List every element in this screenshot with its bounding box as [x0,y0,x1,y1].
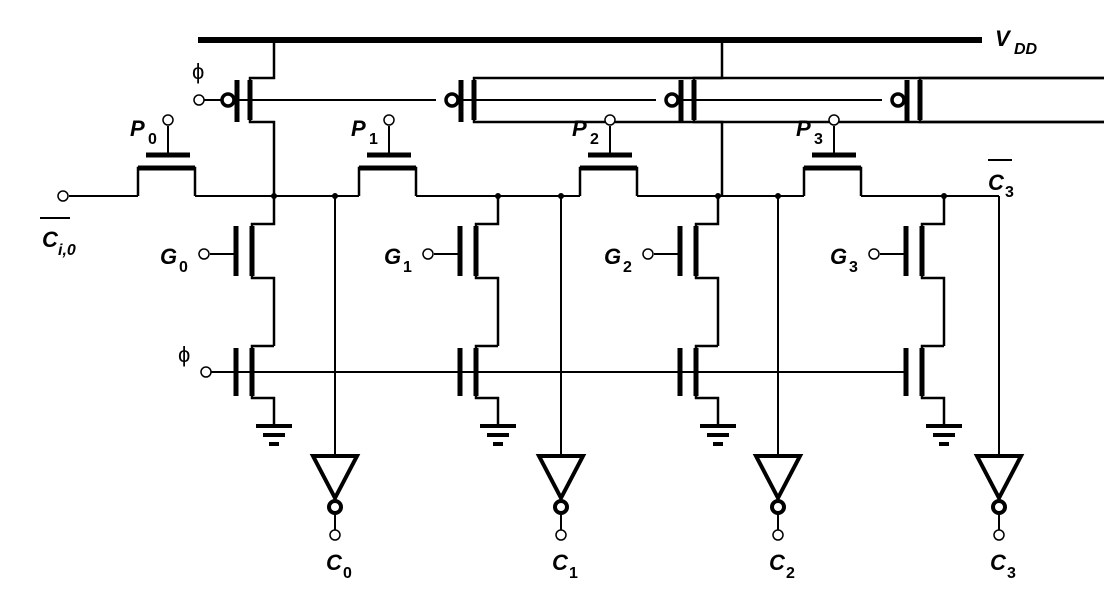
nmos-evaluate-1 [474,344,500,424]
p1-subscript: 1 [369,131,378,148]
p3-subscript: 3 [814,131,823,148]
carry-out-bar-subscript: 3 [1005,184,1014,201]
nmos-generate-2 [694,196,720,346]
pass-transistor-0 [136,166,197,196]
g2-subscript: 2 [623,259,632,276]
p0-subscript: 0 [148,131,157,148]
g2-terminal [642,248,654,260]
pass-transistor-2 [578,166,639,196]
carry-in-label: C [42,227,59,252]
p0-label: P [130,116,145,141]
nmos-generate-3 [920,196,946,346]
g3-terminal [868,248,880,260]
g0-label: G [160,244,177,269]
circuit-wiring [40,37,1104,541]
inverter-bubble [553,499,569,515]
c1-label: C [552,550,569,575]
pmos-gate-bubble [444,92,460,108]
c0-label: C [326,550,343,575]
p2-subscript: 2 [590,131,599,148]
phi-terminal-top [193,94,205,106]
pass-gate-terminal [828,114,840,126]
p2-label: P [572,116,587,141]
nmos-evaluate-3 [920,344,946,424]
phi-label-bottom: ϕ [178,342,190,367]
pmos-precharge-2 [692,76,1104,124]
phi-terminal-bottom [200,366,212,378]
inverter-1 [535,454,587,503]
inverter-0 [309,454,361,503]
pmos-gate-bubble [220,92,236,108]
p1-label: P [351,116,366,141]
pass-gate-terminal [162,114,174,126]
g1-subscript: 1 [403,259,412,276]
inverter-bubble [327,499,343,515]
carry-out-bar-label: C [988,170,1005,195]
p3-label: P [796,116,811,141]
phi-label-top: ϕ [192,59,204,84]
c2-label: C [769,550,786,575]
pass-transistor-1 [357,166,418,196]
inverter-3 [973,454,1025,503]
nmos-generate-1 [474,196,500,346]
pmos-precharge-1 [472,40,724,196]
c1-terminal [555,529,567,541]
g3-subscript: 3 [849,259,858,276]
nmos-generate-0 [250,196,276,346]
c0-terminal [329,529,341,541]
c2-subscript: 2 [786,565,795,582]
vdd-subscript: DD [1014,41,1038,58]
c3-terminal [993,529,1005,541]
pass-transistor-3 [802,166,863,196]
c3-label: C [990,550,1007,575]
g1-terminal [422,248,434,260]
carry-in-subscript: i,0 [58,242,76,259]
c0-subscript: 0 [343,565,352,582]
g3-label: G [830,244,847,269]
inverter-bubble [770,499,786,515]
g0-subscript: 0 [179,259,188,276]
pmos-gate-bubble [890,92,906,108]
c1-subscript: 1 [569,565,578,582]
carry-in-terminal [57,190,69,202]
inverter-2 [752,454,804,503]
nmos-evaluate-0 [250,344,276,424]
c3-subscript: 3 [1007,565,1016,582]
g0-terminal [198,248,210,260]
g1-label: G [384,244,401,269]
pmos-precharge-0 [248,40,276,196]
inverter-bubble [991,499,1007,515]
pmos-gate-bubble [664,92,680,108]
pmos-precharge-3 [918,76,1104,124]
nmos-evaluate-2 [694,344,720,424]
c2-terminal [772,529,784,541]
pass-gate-terminal [383,114,395,126]
vdd-label: V [995,26,1012,51]
pass-gate-terminal [604,114,616,126]
g2-label: G [604,244,621,269]
